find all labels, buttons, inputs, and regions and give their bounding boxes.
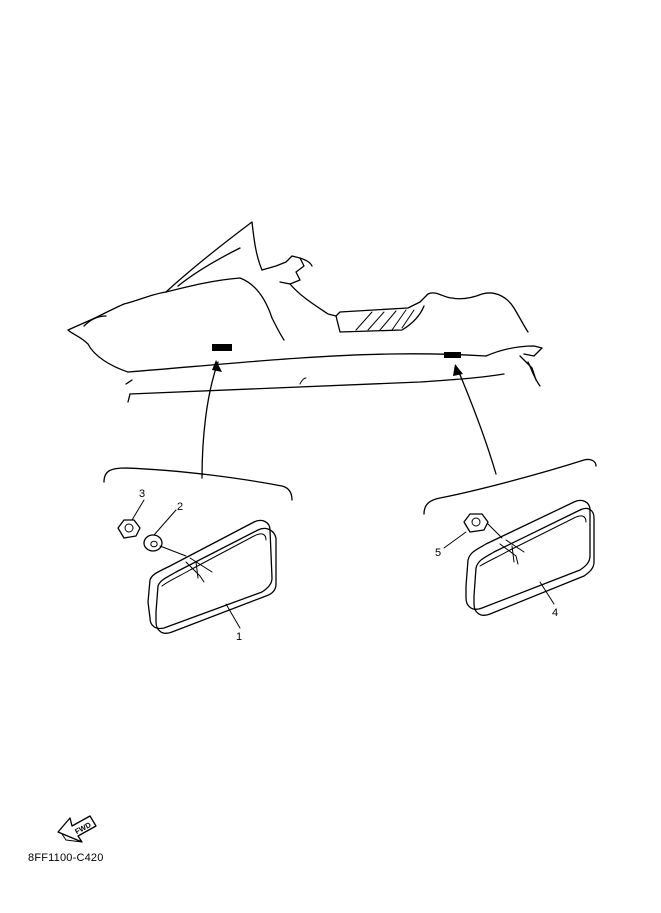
callout-5: 5 (435, 547, 441, 559)
snowmobile-outline-icon (67, 221, 543, 403)
side-reflector-icon (147, 519, 277, 634)
callout-leaders (131, 499, 555, 629)
nut-icon (117, 519, 141, 539)
side-reflector-icon (465, 499, 595, 616)
right-group-bracket (423, 458, 597, 515)
right-assembly-axis (487, 523, 503, 539)
part-code: 8FF1100-C420 (28, 852, 104, 864)
body-reflector-mark-front (212, 344, 232, 351)
left-group-bracket (103, 467, 293, 501)
left-assembly-axis (159, 545, 187, 557)
callout-3: 3 (139, 488, 145, 500)
callout-1: 1 (236, 631, 242, 643)
fwd-arrow-icon: FWD (57, 815, 97, 843)
callout-4: 4 (552, 607, 558, 619)
leader-arrows (201, 360, 497, 479)
nut-icon (463, 513, 489, 533)
body-reflector-mark-rear (444, 352, 461, 358)
washer-icon (143, 534, 163, 552)
callout-2: 2 (177, 501, 183, 513)
